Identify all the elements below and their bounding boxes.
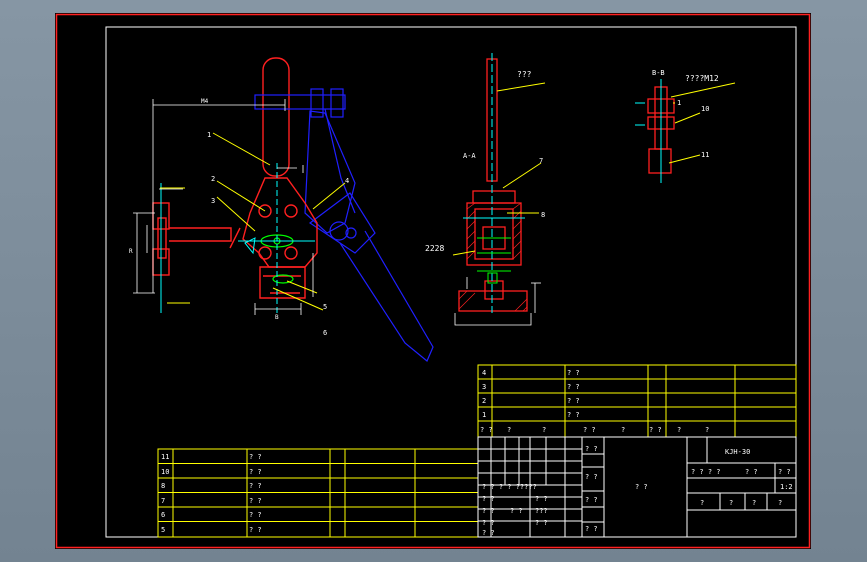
upper-bom-row-name: ? ? xyxy=(567,369,580,377)
sign-cell: ??? xyxy=(535,507,548,515)
lower-bom-row-no: 10 xyxy=(161,468,169,476)
lower-bom-row-no: 11 xyxy=(161,453,169,461)
side-cell: ? ? xyxy=(585,496,598,504)
lower-bom-row-no: 8 xyxy=(161,482,165,490)
balloon-m12: ????M12 xyxy=(685,74,719,83)
upper-bom-header: ? xyxy=(507,426,511,434)
balloon-7: 7 xyxy=(539,157,543,165)
lower-bom-row-no: 7 xyxy=(161,497,165,505)
sheet-cell: ? xyxy=(752,499,756,507)
upper-bom-row-name: ? ? xyxy=(567,397,580,405)
scale-header-cell: ? ? ? ? xyxy=(691,468,721,476)
sheet-cell: ? xyxy=(729,499,733,507)
upper-bom-row-no: 3 xyxy=(482,383,486,391)
drawing-sheet: M4 R B 1 2 3 4 5 6 A-A xyxy=(55,13,811,549)
lower-bom-row-name: ? ? xyxy=(249,511,262,519)
upper-bom-row-no: 2 xyxy=(482,397,486,405)
dim-bottom-label: B xyxy=(275,314,279,321)
dimension-lines xyxy=(133,99,314,315)
balloon-3: 3 xyxy=(211,197,215,205)
title-block: KJH-30 ? ? ? ? ? ? ? ? ? ? 1:2 ? ? ? ? ?… xyxy=(477,436,797,538)
upper-bom-header: ? ? xyxy=(583,426,596,434)
inner-frame xyxy=(105,26,797,538)
dim-top-label: M4 xyxy=(201,98,209,105)
lower-bom-row-name: ? ? xyxy=(249,453,262,461)
material-cell: ? ? xyxy=(635,483,648,491)
upper-bom-header: ? xyxy=(542,426,546,434)
main-view-clamp: M4 R B 1 2 3 4 5 6 xyxy=(129,57,434,362)
sign-cell: ? ? xyxy=(535,495,548,503)
lower-bom-row-name: ? ? xyxy=(249,482,262,490)
scale-value: 1:2 xyxy=(780,483,793,491)
dim-left-label: R xyxy=(129,248,133,255)
scale-header-cell: ? ? xyxy=(745,468,758,476)
upper-bom-row-no: 1 xyxy=(482,411,486,419)
upper-bom-header: ? xyxy=(705,426,709,434)
upper-bom-row-name: ? ? xyxy=(567,411,580,419)
drawing-canvas: M4 R B 1 2 3 4 5 6 A-A xyxy=(55,13,811,549)
sheet-cell: ? xyxy=(700,499,704,507)
outer-frame xyxy=(55,13,811,549)
lower-bom-row-no: 5 xyxy=(161,526,165,534)
sign-cell: ? ? xyxy=(482,529,495,537)
balloon-1: 1 xyxy=(207,131,211,139)
ghost-position xyxy=(254,88,434,362)
sign-cell: ? ? xyxy=(482,519,495,527)
lower-bom-row-name: ? ? xyxy=(249,468,262,476)
upper-bom-header: ? xyxy=(677,426,681,434)
balloon-10: 10 xyxy=(701,105,709,113)
section-bb-label: B-B xyxy=(652,69,665,77)
lower-bom-row-name: ? ? xyxy=(249,526,262,534)
balloon-11: 11 xyxy=(701,151,709,159)
upper-bom-table: 4 ? ? 3 ? ? 2 ? ? 1 ? ? ? ? ? ? ? ? ? ? … xyxy=(477,364,797,438)
sign-cell: ? ? xyxy=(535,519,548,527)
sheet-cell: ? xyxy=(778,499,782,507)
sign-cell: ? ? xyxy=(482,507,495,515)
sign-cell: ? ? ? ? ????? xyxy=(482,483,537,491)
sign-cell: ? ? xyxy=(510,507,523,515)
lower-bom-row-name: ? ? xyxy=(249,497,262,505)
balloon-right-1: 1 xyxy=(677,99,681,107)
section-aa-view: A-A xyxy=(425,53,545,326)
upper-bom-header: ? xyxy=(621,426,625,434)
sign-cell: ? ? xyxy=(482,495,495,503)
side-cell: ? ? xyxy=(585,473,598,481)
upper-bom-row-no: 4 xyxy=(482,369,486,377)
balloon-4: 4 xyxy=(345,177,349,185)
upper-bom-header: ? ? xyxy=(649,426,662,434)
upper-bom-row-name: ? ? xyxy=(567,383,580,391)
lower-bom-table: 11 ? ? 10 ? ? 8 ? ? 7 ? ? 6 ? ? 5 ? ? xyxy=(157,448,479,538)
upper-bom-header: ? ? xyxy=(480,426,493,434)
balloon-8: 8 xyxy=(541,211,545,219)
balloon-2: 2 xyxy=(211,175,215,183)
balloon-mid-q: ??? xyxy=(517,70,532,79)
balloon-mid-228: 2228 xyxy=(425,244,444,253)
side-cell: ? ? xyxy=(585,525,598,533)
drawing-number: KJH-30 xyxy=(725,448,750,456)
side-cell: ? ? xyxy=(585,445,598,453)
balloon-5: 5 xyxy=(323,303,327,311)
balloon-6: 6 xyxy=(323,329,327,337)
section-aa-label: A-A xyxy=(463,152,476,160)
scale-header-cell: ? ? xyxy=(778,468,791,476)
lower-bom-row-no: 6 xyxy=(161,511,165,519)
section-bb-view: B-B ????M12 xyxy=(635,69,736,183)
